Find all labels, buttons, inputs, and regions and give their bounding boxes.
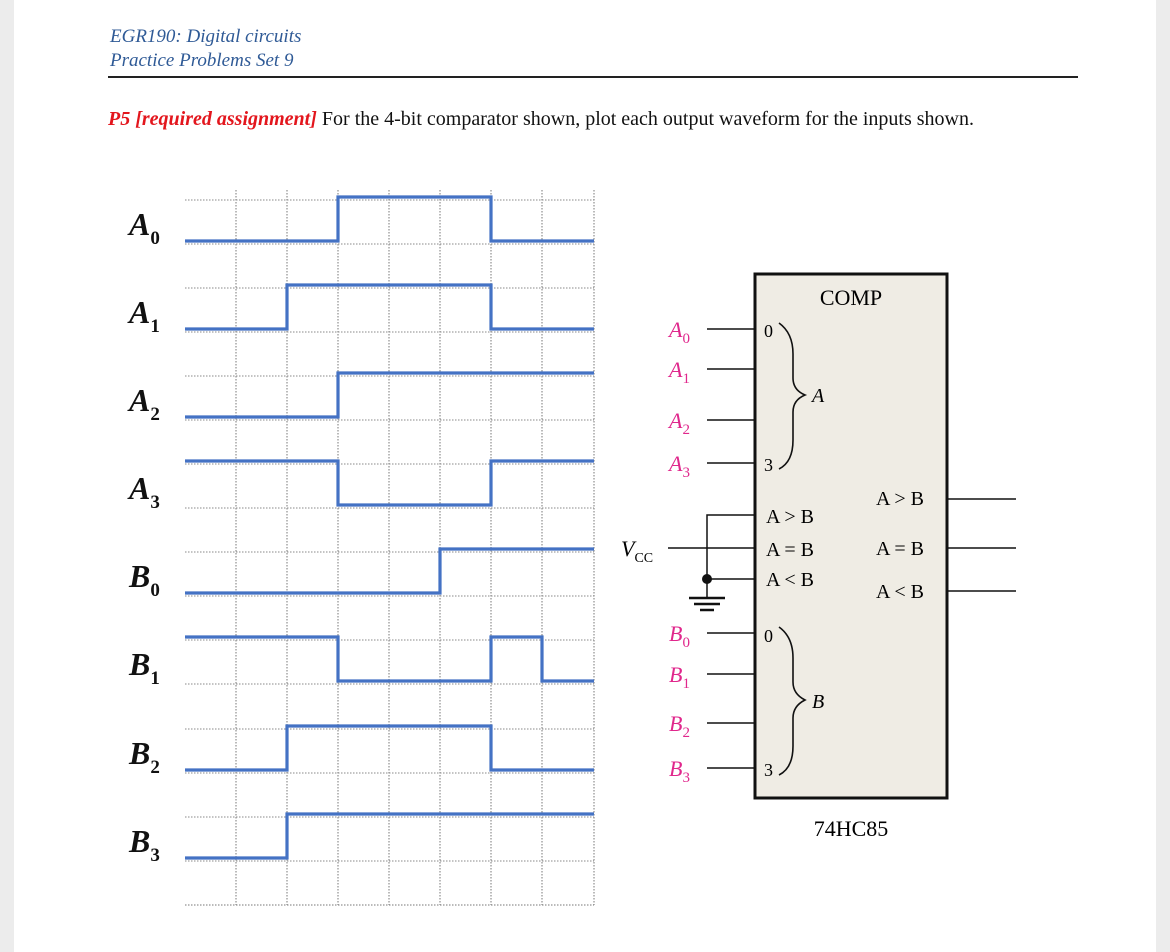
pin-label-a3: A3	[667, 451, 690, 481]
output-label-lt: A < B	[876, 581, 924, 603]
waveform-b3	[185, 812, 594, 860]
cascade-in-lt: A < B	[766, 569, 814, 591]
chip-title: COMP	[820, 285, 882, 310]
problem-set-title: Practice Problems Set 9	[110, 50, 294, 71]
a-group-brace	[778, 322, 808, 470]
waveform-b2	[185, 724, 594, 772]
b-pin-first-number: 0	[764, 626, 773, 646]
ground-wire	[706, 514, 755, 598]
pin-label-a2: A2	[667, 408, 690, 438]
waveform-label-a2: A2	[127, 382, 160, 425]
waveform-b1	[185, 635, 594, 683]
waveform-a1	[185, 283, 594, 331]
output-label-gt: A > B	[876, 488, 924, 510]
waveform-label-a3: A3	[127, 470, 160, 513]
cascade-in-gt: A > B	[766, 506, 814, 528]
vcc-label: VCC	[621, 536, 653, 566]
b-pin-last-number: 3	[764, 760, 773, 780]
waveform-a2	[185, 371, 594, 419]
problem-tag: P5 [required assignment]	[108, 108, 317, 130]
chip-part-number: 74HC85	[814, 816, 889, 841]
problem-text: For the 4-bit comparator shown, plot eac…	[321, 108, 974, 130]
a-group-label: A	[810, 385, 825, 407]
b-group-label: B	[812, 691, 824, 713]
problem-statement: P5 [required assignment] For the 4-bit c…	[108, 103, 1074, 135]
waveform-label-b0: B0	[128, 558, 160, 601]
junction-dot	[702, 574, 712, 584]
pin-label-a1: A1	[667, 357, 690, 387]
document-page: EGR190: Digital circuits Practice Proble…	[14, 0, 1156, 952]
a-pin-first-number: 0	[764, 321, 773, 341]
chip-body	[753, 272, 949, 800]
pin-label-b3: B3	[669, 756, 690, 786]
waveform-label-b3: B3	[128, 823, 160, 866]
waveform-label-b2: B2	[128, 735, 160, 778]
pin-label-b0: B0	[669, 621, 690, 651]
ground-icon	[689, 596, 725, 612]
header-rule	[108, 76, 1078, 78]
waveform-a0	[185, 195, 594, 243]
pin-label-b1: B1	[669, 662, 690, 692]
waveform-label-b1: B1	[128, 646, 160, 689]
a-pin-last-number: 3	[764, 455, 773, 475]
course-title: EGR190: Digital circuits	[110, 26, 302, 47]
output-label-eq: A = B	[876, 538, 924, 560]
pin-label-b2: B2	[669, 711, 690, 741]
b-group-brace	[778, 626, 807, 776]
comparator-chip: COMP 74HC85 0 3 A 0 3 B A > B A = B A < …	[621, 272, 1016, 841]
cascade-in-eq: A = B	[766, 539, 814, 561]
waveform-label-a1: A1	[127, 294, 160, 337]
pin-label-a0: A0	[667, 317, 690, 347]
waveform-a3	[185, 459, 594, 507]
waveform-b0	[185, 547, 594, 595]
waveform-label-a0: A0	[127, 206, 160, 249]
